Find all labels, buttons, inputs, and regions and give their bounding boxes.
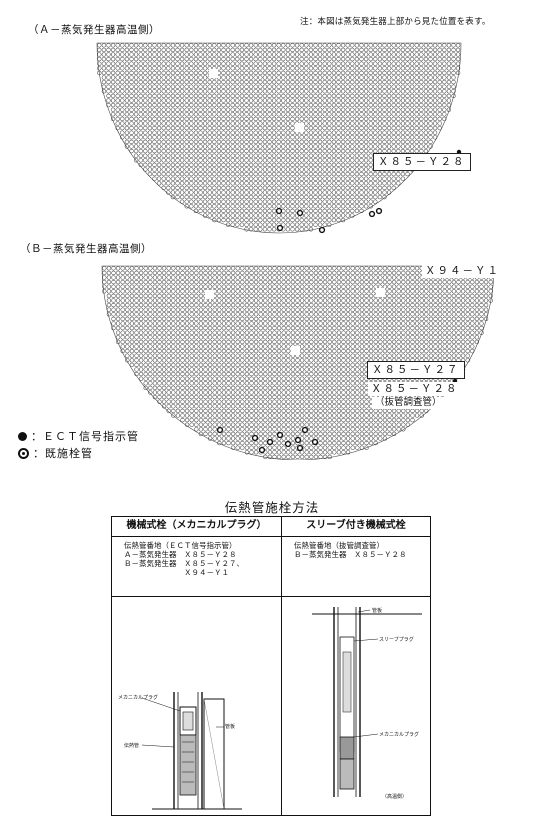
legend-ect-label: ：ＥＣＴ信号指示管 xyxy=(31,430,139,443)
legend-plugged: ：既施栓管 xyxy=(18,445,93,461)
map-b-callout-sub: （抜管調査管） xyxy=(372,397,445,409)
figure-note: 注：本図は蒸気発生器上部から見た位置を表す。 xyxy=(300,17,491,27)
info-mechanical: 伝熱管番地（ＥＣＴ信号指示管） Ａ－蒸気発生器 Ｘ８５－Ｙ２８ Ｂ－蒸気発生器 … xyxy=(112,537,282,597)
plugged-tube-dot xyxy=(258,446,266,454)
plugged-tube-dot xyxy=(276,224,284,232)
map-b-title: （Ｂ－蒸気発生器高温側） xyxy=(20,243,152,255)
blank-patch xyxy=(376,288,385,297)
blank-patch xyxy=(209,69,218,78)
plugged-tube-dot xyxy=(251,434,259,442)
label-mechanical-plug: メカニカルプラグ xyxy=(118,695,159,701)
sleeve-plug-drawing xyxy=(312,607,422,797)
plugged-tube-dot xyxy=(301,426,309,434)
plugged-tube-dot xyxy=(311,438,319,446)
blank-patch xyxy=(295,123,304,132)
plugged-tube-dot xyxy=(284,440,292,448)
ring-dot-icon xyxy=(18,447,29,459)
map-b-callout-3: Ｘ８５－Ｙ２８ xyxy=(368,382,462,396)
method-table: 機械式栓（メカニカルプラグ） スリーブ付き機械式栓 伝熱管番地（ＥＣＴ信号指示管… xyxy=(111,516,431,816)
column-header-sleeve: スリーブ付き機械式栓 xyxy=(282,517,430,537)
label-tube-sheet: 管板 xyxy=(225,724,236,730)
label-mechanical-plug: メカニカルプラグ xyxy=(379,732,420,738)
blank-patch xyxy=(205,290,214,299)
label-tube: 伝熱管 xyxy=(124,743,140,749)
plugged-tube-dot xyxy=(275,207,283,215)
map-b-callout-1: Ｘ９４－Ｙ１ xyxy=(422,264,503,278)
plugged-tube-dot xyxy=(294,436,302,444)
blank-patch xyxy=(291,346,300,355)
plugged-tube-dot xyxy=(296,209,304,217)
method-title: 伝熱管施栓方法 xyxy=(224,500,320,515)
map-b-callout-2: Ｘ８５－Ｙ２７ xyxy=(367,361,465,379)
label-tube-sheet: 管板 xyxy=(372,608,383,614)
info-line: 伝熱管番地（抜管調査管） xyxy=(294,541,384,550)
legend-ect: ：ＥＣＴ信号指示管 xyxy=(18,428,139,444)
plugged-tube-dot xyxy=(375,207,383,215)
plugged-tube-dot xyxy=(318,226,326,234)
label-hot-side: （高温側） xyxy=(382,794,408,800)
plugged-tube-dot xyxy=(276,431,284,439)
tube-map-b xyxy=(101,265,495,460)
plugged-tube-dot xyxy=(216,426,224,434)
info-line: Ａ－蒸気発生器 Ｘ８５－Ｙ２８ xyxy=(124,550,237,559)
info-line: Ｘ９４－Ｙ１ xyxy=(124,568,229,577)
plugged-tube-dot xyxy=(266,438,274,446)
filled-dot-icon xyxy=(18,431,27,441)
tube-grid xyxy=(97,43,461,232)
label-sleeve-plug: スリーブプラグ xyxy=(379,637,414,643)
drawing-sleeve: 管板 スリーブプラグ メカニカルプラグ （高温側） xyxy=(282,597,430,815)
info-sleeve: 伝熱管番地（抜管調査管） Ｂ－蒸気発生器 Ｘ８５－Ｙ２８ xyxy=(282,537,430,597)
plugged-tube-dot xyxy=(368,210,376,218)
mechanical-plug-drawing xyxy=(141,692,242,810)
drawing-mechanical: メカニカルプラグ 伝熱管 管板 xyxy=(112,597,282,815)
info-line: Ｂ－蒸気発生器 Ｘ８５－Ｙ２７、 xyxy=(124,559,244,568)
column-header-mechanical: 機械式栓（メカニカルプラグ） xyxy=(112,517,282,537)
tube-map-a xyxy=(96,42,462,234)
legend-plugged-label: ：既施栓管 xyxy=(33,447,93,460)
plugged-tube-dot xyxy=(296,444,304,452)
info-line: 伝熱管番地（ＥＣＴ信号指示管） xyxy=(124,541,237,550)
map-a-callout-1: Ｘ８５－Ｙ２８ xyxy=(373,153,471,171)
info-line: Ｂ－蒸気発生器 Ｘ８５－Ｙ２８ xyxy=(294,550,407,559)
map-a-title: （Ａ－蒸気発生器高温側） xyxy=(28,24,160,36)
